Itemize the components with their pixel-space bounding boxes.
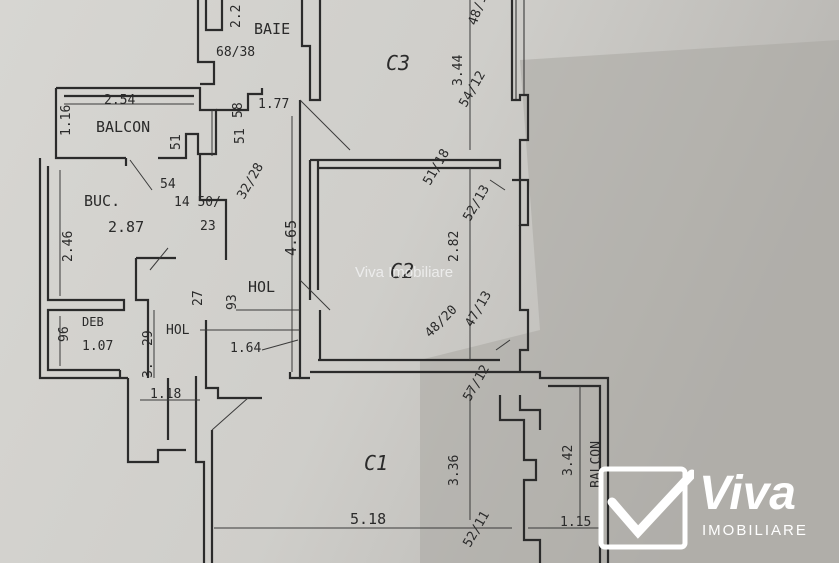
room-c2: C2 <box>390 259 414 283</box>
dim-label: 23 <box>200 219 216 234</box>
dim-label: 1.07 <box>82 339 113 354</box>
dim-label: 68/38 <box>216 45 255 60</box>
room-baie: BAIE <box>254 20 290 38</box>
viva-logo: Viva IMOBILIARE <box>598 466 833 550</box>
dim-label: 2.54 <box>104 93 135 108</box>
dim-label: 4.65 <box>282 220 300 256</box>
dim-label: 3.36 <box>447 455 462 486</box>
dim-label: 1.15 <box>560 515 591 530</box>
dim-label: 51 <box>233 128 248 144</box>
dim-label: 3.42 <box>561 445 576 476</box>
dim-label: 2.2 <box>229 5 244 28</box>
logo-tagline: IMOBILIARE <box>702 522 808 539</box>
walls <box>38 0 610 563</box>
dim-label: 2.46 <box>61 231 76 262</box>
dim-label: 58 <box>231 102 246 118</box>
dim-label: 14 50/ <box>174 195 221 210</box>
room-deb: DEB <box>82 315 104 329</box>
dim-label: 1.18 <box>150 387 181 402</box>
room-labels: BAIE BALCON BUC. HOL DEB HOL BALCON C3 C… <box>82 20 604 488</box>
dim-label: 1.77 <box>258 97 289 112</box>
dim-label: 1.16 <box>59 105 74 136</box>
dim-label: 29 <box>141 330 156 346</box>
dim-label: 54 <box>160 177 176 192</box>
dim-label: 3.44 <box>451 55 466 86</box>
room-c3: C3 <box>386 51 410 75</box>
dim-label: 93 <box>225 294 240 310</box>
room-buc: BUC. <box>84 192 120 210</box>
watermark-text: Viva Imobiliare <box>355 264 454 281</box>
dim-label: 2.87 <box>108 218 144 236</box>
dimension-lines <box>59 0 600 529</box>
logo-name: Viva <box>699 467 796 520</box>
room-balcon-top: BALCON <box>96 118 150 136</box>
dim-label: 3. <box>141 362 156 378</box>
dim-label: 96 <box>57 326 72 342</box>
room-c1: C1 <box>364 451 388 475</box>
dim-label: 51 <box>169 134 184 150</box>
room-hol-small: HOL <box>166 323 190 338</box>
checkmark-logo-icon <box>598 466 694 550</box>
dim-label: 5.18 <box>350 510 386 528</box>
dim-label: 27 <box>191 290 206 306</box>
dim-label: 2.82 <box>447 231 462 262</box>
room-hol-main: HOL <box>248 278 275 296</box>
dim-label: 1.64 <box>230 341 261 356</box>
